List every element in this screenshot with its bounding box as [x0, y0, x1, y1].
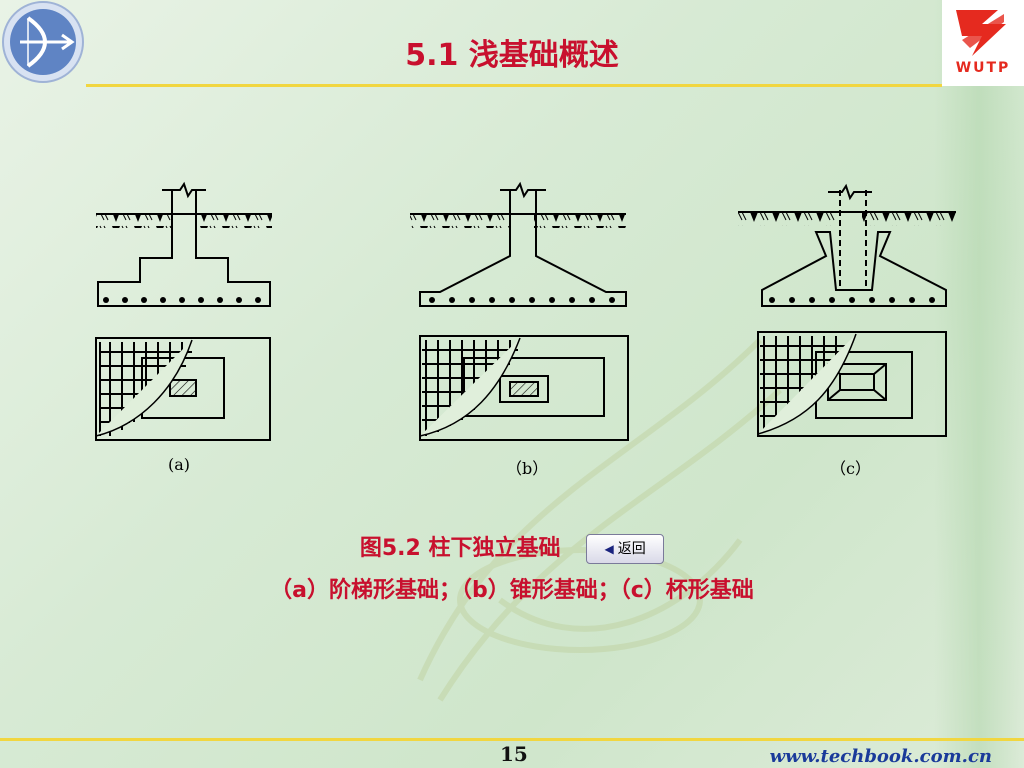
- stepped-foundation-rebar-dots: [103, 297, 261, 303]
- figure-caption-subtitle: （a）阶梯形基础；（b）锥形基础；（c）杯形基础: [270, 578, 754, 603]
- page-number: 15: [500, 742, 528, 766]
- triangle-left-icon: ◀: [604, 542, 614, 556]
- tapered-foundation-plan: [419, 335, 629, 441]
- website-link[interactable]: www.techbook.com.cn: [769, 746, 992, 767]
- cup-foundation-section: [738, 183, 956, 307]
- figure-caption: 图5.2 柱下独立基础 ◀返回: [0, 530, 1024, 564]
- stepped-foundation-section: [96, 181, 272, 307]
- figure-caption-title: 图5.2 柱下独立基础: [359, 536, 561, 561]
- cup-foundation-rebar-dots: [769, 297, 935, 303]
- wutp-publisher-logo-icon: WUTP: [942, 0, 1024, 86]
- tapered-foundation-section: [410, 181, 627, 307]
- tapered-foundation-rebar-dots: [429, 297, 615, 303]
- back-button[interactable]: ◀返回: [586, 534, 665, 564]
- figure-label-b: （b）: [506, 459, 549, 478]
- footer-divider: [0, 738, 1024, 741]
- bow-arrow-logo-icon: [0, 0, 86, 86]
- figure-label-a: (a): [168, 455, 191, 474]
- slide-title: 5.1 浅基础概述: [405, 38, 619, 73]
- stepped-foundation-plan: [95, 337, 271, 441]
- background-swirl: [417, 337, 783, 702]
- publisher-logo-text: WUTP: [955, 60, 1011, 76]
- cup-foundation-plan: [757, 331, 947, 437]
- header-divider: [86, 84, 942, 87]
- bamboo-decoration: [934, 0, 1024, 768]
- figure-label-c: （c）: [830, 459, 871, 478]
- back-button-label: 返回: [617, 541, 646, 557]
